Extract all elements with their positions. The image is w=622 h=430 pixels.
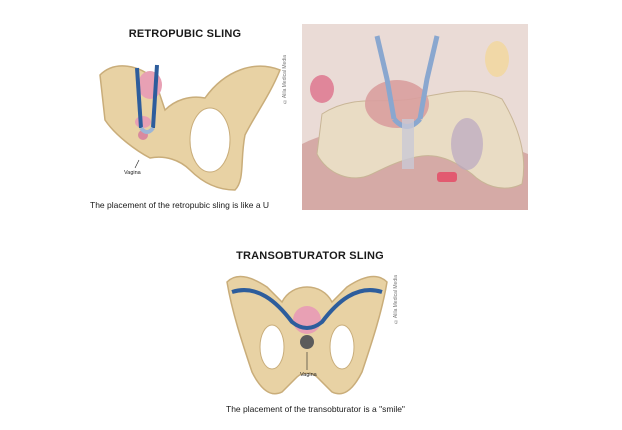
transobturator-credit: ©Alila Medical Media — [393, 275, 399, 325]
retropubic-vagina-label: Vagina — [124, 170, 141, 176]
transobturator-pelvis-illustration — [226, 275, 388, 395]
transobturator-vagina-label: Vagina — [300, 372, 317, 378]
transobturator-title: TRANSOBTURATOR SLING — [236, 250, 384, 262]
retropubic-credit: ©Alila Medical Media — [282, 55, 288, 105]
anatomical-detail-illustration — [302, 24, 528, 210]
retropubic-title: RETROPUBIC SLING — [128, 28, 242, 40]
retropubic-pelvis-illustration — [99, 64, 281, 191]
retropubic-caption: The placement of the retropubic sling is… — [90, 200, 270, 210]
transobturator-caption: The placement of the transobturator is a… — [226, 404, 405, 414]
